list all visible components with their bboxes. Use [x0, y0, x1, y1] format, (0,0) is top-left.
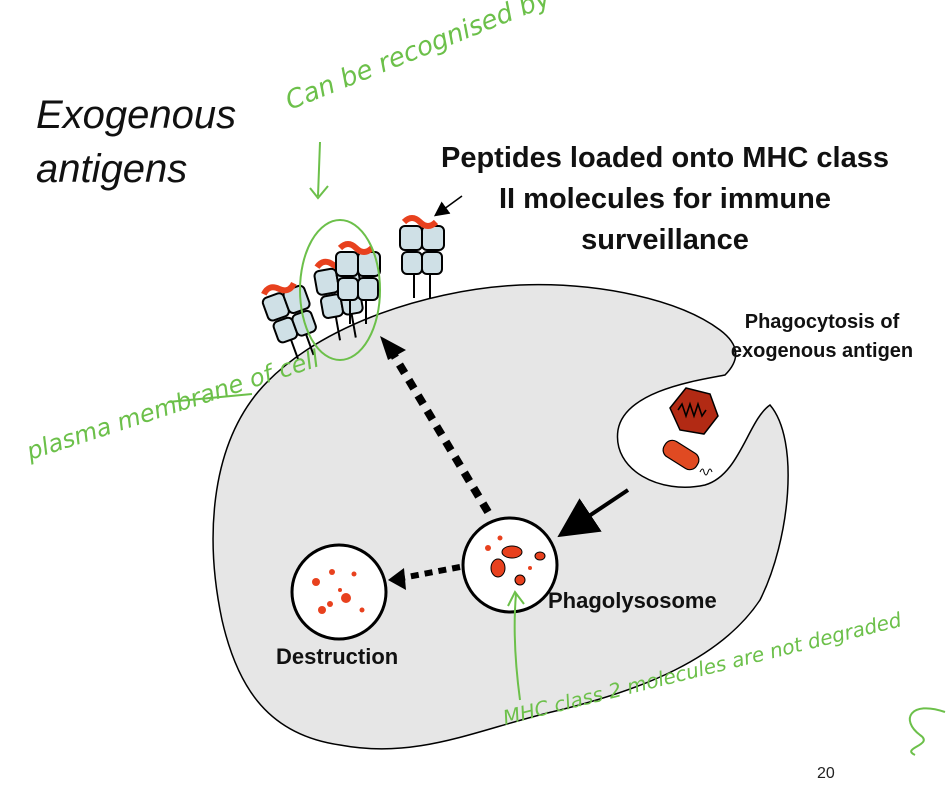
note-recognised: Can be recognised by T cell?? — [281, 0, 652, 116]
slide-title: Exogenous antigens — [36, 93, 237, 191]
arrow-to-destruction-dashed — [401, 564, 461, 581]
antigen-hexagon — [669, 387, 719, 435]
arrow-to-surface-dashed — [388, 349, 492, 515]
page-number: 20 — [817, 765, 835, 782]
destruction-vesicle — [290, 543, 388, 641]
label-phagolysosome: Phagolysosome — [548, 588, 717, 613]
arrow-to-surface-head — [380, 336, 406, 360]
mhc-molecule-4 — [399, 215, 445, 298]
label-phagocytosis: Phagocytosis of exogenous antigen — [730, 311, 914, 362]
scribble-mark — [908, 707, 946, 756]
phagolysosome — [461, 516, 559, 614]
label-destruction: Destruction — [276, 644, 399, 669]
mhc-molecule-1 — [261, 281, 317, 361]
mhc-molecule-3 — [335, 241, 381, 324]
antigen-cylinder — [662, 439, 713, 476]
arrow-to-destruction-head — [388, 568, 406, 590]
slide-headline: Peptides loaded onto MHC class II molecu… — [441, 142, 889, 256]
pointer-arrow — [433, 195, 463, 217]
arrow-to-phagolysosome — [557, 488, 630, 538]
